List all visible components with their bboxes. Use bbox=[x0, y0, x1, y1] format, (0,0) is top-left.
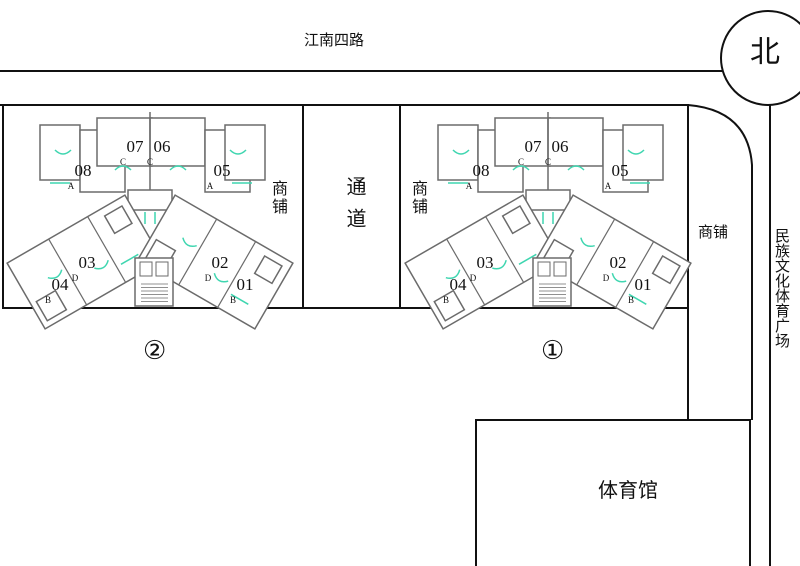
unit-type-02: D bbox=[205, 273, 212, 283]
room-outline bbox=[494, 117, 551, 167]
room-outline bbox=[149, 117, 206, 167]
plaza-label: 民族文化体育广场 bbox=[773, 228, 791, 348]
gym-building bbox=[475, 419, 751, 566]
shop-label-east: 商铺 bbox=[698, 223, 729, 241]
elevator-icon bbox=[537, 261, 551, 277]
unit-number-07: 07 bbox=[127, 137, 145, 156]
unit-number-04: 04 bbox=[52, 275, 70, 294]
unit-number-01: 01 bbox=[237, 275, 254, 294]
unit-type-08: A bbox=[68, 181, 75, 191]
unit-number-03: 03 bbox=[79, 253, 96, 272]
room-outline bbox=[127, 189, 173, 211]
unit-type-02: D bbox=[603, 273, 610, 283]
unit-type-03: D bbox=[470, 273, 477, 283]
left-wing bbox=[404, 194, 562, 330]
door-swing bbox=[445, 253, 537, 280]
unit-number-08: 08 bbox=[75, 161, 92, 180]
unit-number-05: 05 bbox=[214, 161, 231, 180]
unit-number-01: 01 bbox=[635, 275, 652, 294]
unit-number-08: 08 bbox=[473, 161, 490, 180]
unit-type-06: C bbox=[147, 157, 153, 167]
unit-type-06: C bbox=[545, 157, 551, 167]
door-swing bbox=[448, 149, 650, 224]
unit-type-04: B bbox=[443, 295, 449, 305]
unit-type-08: A bbox=[466, 181, 473, 191]
shop-label-building1: 商铺 bbox=[409, 180, 428, 216]
north-compass-circle bbox=[720, 10, 800, 106]
building-2-marker: ② bbox=[143, 336, 167, 366]
unit-number-07: 07 bbox=[525, 137, 543, 156]
shop-label-building2: 商铺 bbox=[269, 180, 288, 216]
unit-type-01: B bbox=[628, 295, 634, 305]
unit-number-03: 03 bbox=[477, 253, 494, 272]
north-label: 北 bbox=[750, 35, 780, 70]
unit-type-03: D bbox=[72, 273, 79, 283]
unit-number-02: 02 bbox=[212, 253, 229, 272]
elevator-stair-core bbox=[532, 257, 572, 307]
unit-type-07: C bbox=[518, 157, 524, 167]
unit-number-04: 04 bbox=[450, 275, 468, 294]
door-swing bbox=[182, 237, 249, 305]
elevator-stair-core bbox=[134, 257, 174, 307]
unit-number-02: 02 bbox=[610, 253, 627, 272]
building-1-marker: ① bbox=[541, 336, 565, 366]
unit-type-01: B bbox=[230, 295, 236, 305]
unit-number-06: 06 bbox=[154, 137, 171, 156]
elevator-icon bbox=[553, 261, 567, 277]
unit-number-06: 06 bbox=[552, 137, 569, 156]
unit-type-04: B bbox=[45, 295, 51, 305]
elevator-icon bbox=[155, 261, 169, 277]
room-outline bbox=[224, 124, 266, 181]
door-swing bbox=[50, 149, 252, 224]
road-name-jiangnan: 江南四路 bbox=[304, 31, 365, 49]
elevator-icon bbox=[139, 261, 153, 277]
room-outline bbox=[525, 189, 571, 211]
unit-type-05: A bbox=[207, 181, 214, 191]
unit-type-05: A bbox=[605, 181, 612, 191]
passage-label: 通道 bbox=[343, 176, 367, 240]
unit-type-07: C bbox=[120, 157, 126, 167]
block-boundary bbox=[2, 104, 689, 309]
left-wing bbox=[6, 194, 164, 330]
door-swing bbox=[47, 253, 139, 280]
door-swing bbox=[580, 237, 647, 305]
room-outline bbox=[622, 124, 664, 181]
unit-number-05: 05 bbox=[612, 161, 629, 180]
gym-label: 体育馆 bbox=[598, 478, 658, 502]
